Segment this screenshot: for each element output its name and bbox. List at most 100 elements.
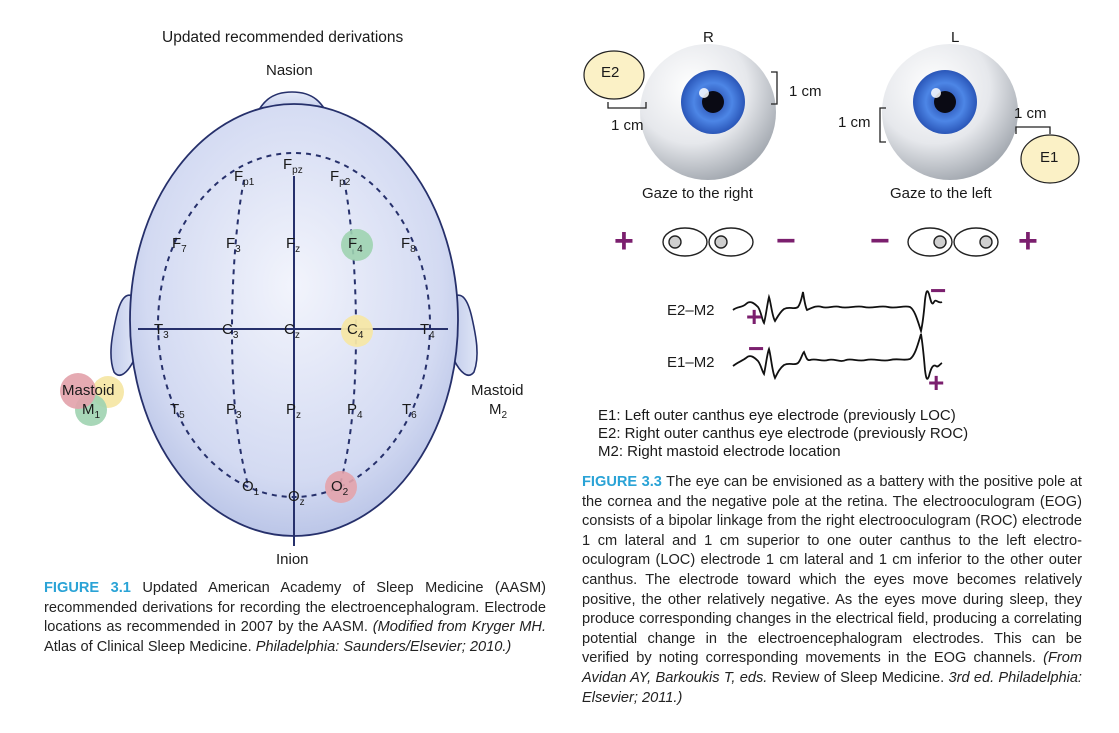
figure-3-3-label: FIGURE 3.3 [582, 474, 662, 490]
eyes-right-icon [662, 227, 754, 257]
electrode-fp2: Fp2 [330, 168, 350, 188]
electrode-fz-sub: z [295, 244, 301, 255]
right-highlight [699, 88, 709, 98]
m1-label: M1 [82, 401, 100, 421]
right-horizontal-cm: 1 cm [611, 117, 644, 134]
electrode-o2-base: O [331, 478, 343, 495]
figure-3-3-source-1: (From Avidan AY, Barkoukis T, eds. [582, 650, 1082, 686]
electrode-cz: Cz [284, 321, 300, 341]
electrode-t6: T6 [402, 401, 417, 421]
electrode-c3: C3 [222, 321, 238, 341]
mastoid-left-label: Mastoid [62, 382, 115, 399]
electrode-c3-sub: 3 [232, 330, 239, 341]
electrode-t3: T3 [154, 321, 169, 341]
electrode-o1: O1 [242, 478, 259, 498]
e1-electrode [1020, 134, 1080, 184]
figure-3-3-source-2: Review of Sleep Medicine. [771, 669, 949, 686]
right-vertical-cm: 1 cm [789, 83, 822, 100]
figure-3-1-text: Updated American Academy of Sleep Medici… [44, 580, 546, 636]
left-highlight [931, 88, 941, 98]
electrode-p4-sub: 4 [357, 410, 363, 421]
electrode-fp1-sub: p1 [243, 177, 255, 188]
electrode-fpz-sub: pz [292, 165, 303, 176]
electrode-c4-sub: 4 [357, 330, 364, 341]
trace-plus-1: + [746, 301, 763, 332]
figure-3-3-text: The eye can be envisioned as a battery w… [582, 474, 1082, 667]
c4-highlight [341, 315, 373, 347]
figure-3-1-source-3: Philadelphia: Saunders/Elsevier; 2010.) [255, 638, 512, 655]
electrode-oz: Oz [288, 488, 305, 508]
electrode-t4: T4 [420, 321, 435, 341]
electrode-p3-base: P [226, 401, 237, 418]
left-eye-label: L [951, 29, 960, 46]
m1-base: M [82, 401, 95, 418]
electrode-oz-sub: z [299, 497, 305, 508]
electrode-fz-base: F [286, 235, 296, 252]
trace-e2-m2 [732, 290, 943, 335]
trace-minus-2: − [930, 275, 947, 306]
electrode-fz: Fz [286, 235, 300, 255]
electrode-pz: Pz [286, 401, 301, 421]
m2-sub: 2 [501, 410, 508, 421]
electrode-f3-base: F [226, 235, 236, 252]
electrode-cz-sub: z [294, 330, 300, 341]
electrode-legend: E1: Left outer canthus eye electrode (pr… [598, 407, 968, 461]
e2-label: E2 [601, 64, 620, 81]
electrode-t3-sub: 3 [163, 330, 169, 341]
electrode-f4-base: F [348, 235, 358, 252]
electrode-p4: P4 [347, 401, 363, 421]
electrode-p4-base: P [347, 401, 358, 418]
left-vertical-bracket [879, 107, 886, 143]
electrode-c4: C4 [347, 321, 363, 341]
electrode-oz-base: O [288, 488, 300, 505]
electrode-f3: F3 [226, 235, 241, 255]
fig1-title: Updated recommended derivations [162, 29, 404, 46]
electrode-f7-base: F [172, 235, 182, 252]
mastoid-right-label: Mastoid [471, 382, 524, 399]
electrode-o1-base: O [242, 478, 254, 495]
trace-minus-1: − [748, 333, 765, 364]
figure-3-3-caption: FIGURE 3.3 The eye can be envisioned as … [582, 473, 1082, 708]
electrode-fp1: Fp1 [234, 168, 254, 188]
electrode-fpz-base: F [283, 156, 293, 173]
electrode-t6-sub: 6 [411, 410, 417, 421]
channel-e2-m2-label: E2–M2 [667, 302, 715, 319]
electrode-f8-sub: 8 [410, 244, 416, 255]
electrode-t6-base: T [402, 401, 412, 418]
electrode-t5-base: T [170, 401, 180, 418]
electrode-f4: F4 [348, 235, 363, 255]
electrode-f8: F8 [401, 235, 416, 255]
electrode-t4-base: T [420, 321, 430, 338]
m2-label: M2 [489, 401, 507, 421]
electrode-t3-base: T [154, 321, 164, 338]
fig3-eye-diagram [583, 44, 1080, 381]
legend-line-e2: E2: Right outer canthus eye electrode (p… [598, 425, 969, 442]
right-horizontal-bracket [607, 102, 647, 109]
figure-3-1-source-1: (Modified from Kryger MH. [372, 619, 546, 636]
electrode-f3-sub: 3 [235, 244, 241, 255]
right-eye-label: R [703, 29, 714, 46]
e2-electrode [583, 50, 645, 100]
inion-label: Inion [276, 551, 309, 568]
fig1-head-diagram [60, 91, 478, 546]
m1-red-circle [60, 373, 96, 409]
channel-e1-m2-label: E1–M2 [667, 354, 715, 371]
left-ear-shape [110, 294, 136, 376]
electrode-fp1-base: F [234, 168, 244, 185]
electrode-o2-sub: 2 [342, 487, 349, 498]
figure-3-1-label: FIGURE 3.1 [44, 580, 131, 596]
right-vertical-bracket [771, 71, 778, 105]
figure-3-1-source-2: Atlas of Clinical Sleep Medicine. [44, 638, 256, 655]
electrode-fp2-sub: p2 [339, 177, 351, 188]
electrode-o2: O2 [331, 478, 348, 498]
plus-sign-left-gaze: + [1018, 222, 1038, 260]
minus-sign-right-gaze: − [776, 222, 796, 260]
gaze-right-label: Gaze to the right [642, 185, 753, 202]
left-horizontal-cm: 1 cm [1014, 105, 1047, 122]
trace-plus-2: + [928, 367, 945, 398]
legend-line-e1: E1: Left outer canthus eye electrode (pr… [598, 407, 956, 424]
figure-3-1-caption: FIGURE 3.1 Updated American Academy of S… [44, 579, 546, 657]
electrode-c4-base: C [347, 321, 358, 338]
electrode-f8-base: F [401, 235, 411, 252]
electrode-t5-sub: 5 [179, 410, 185, 421]
